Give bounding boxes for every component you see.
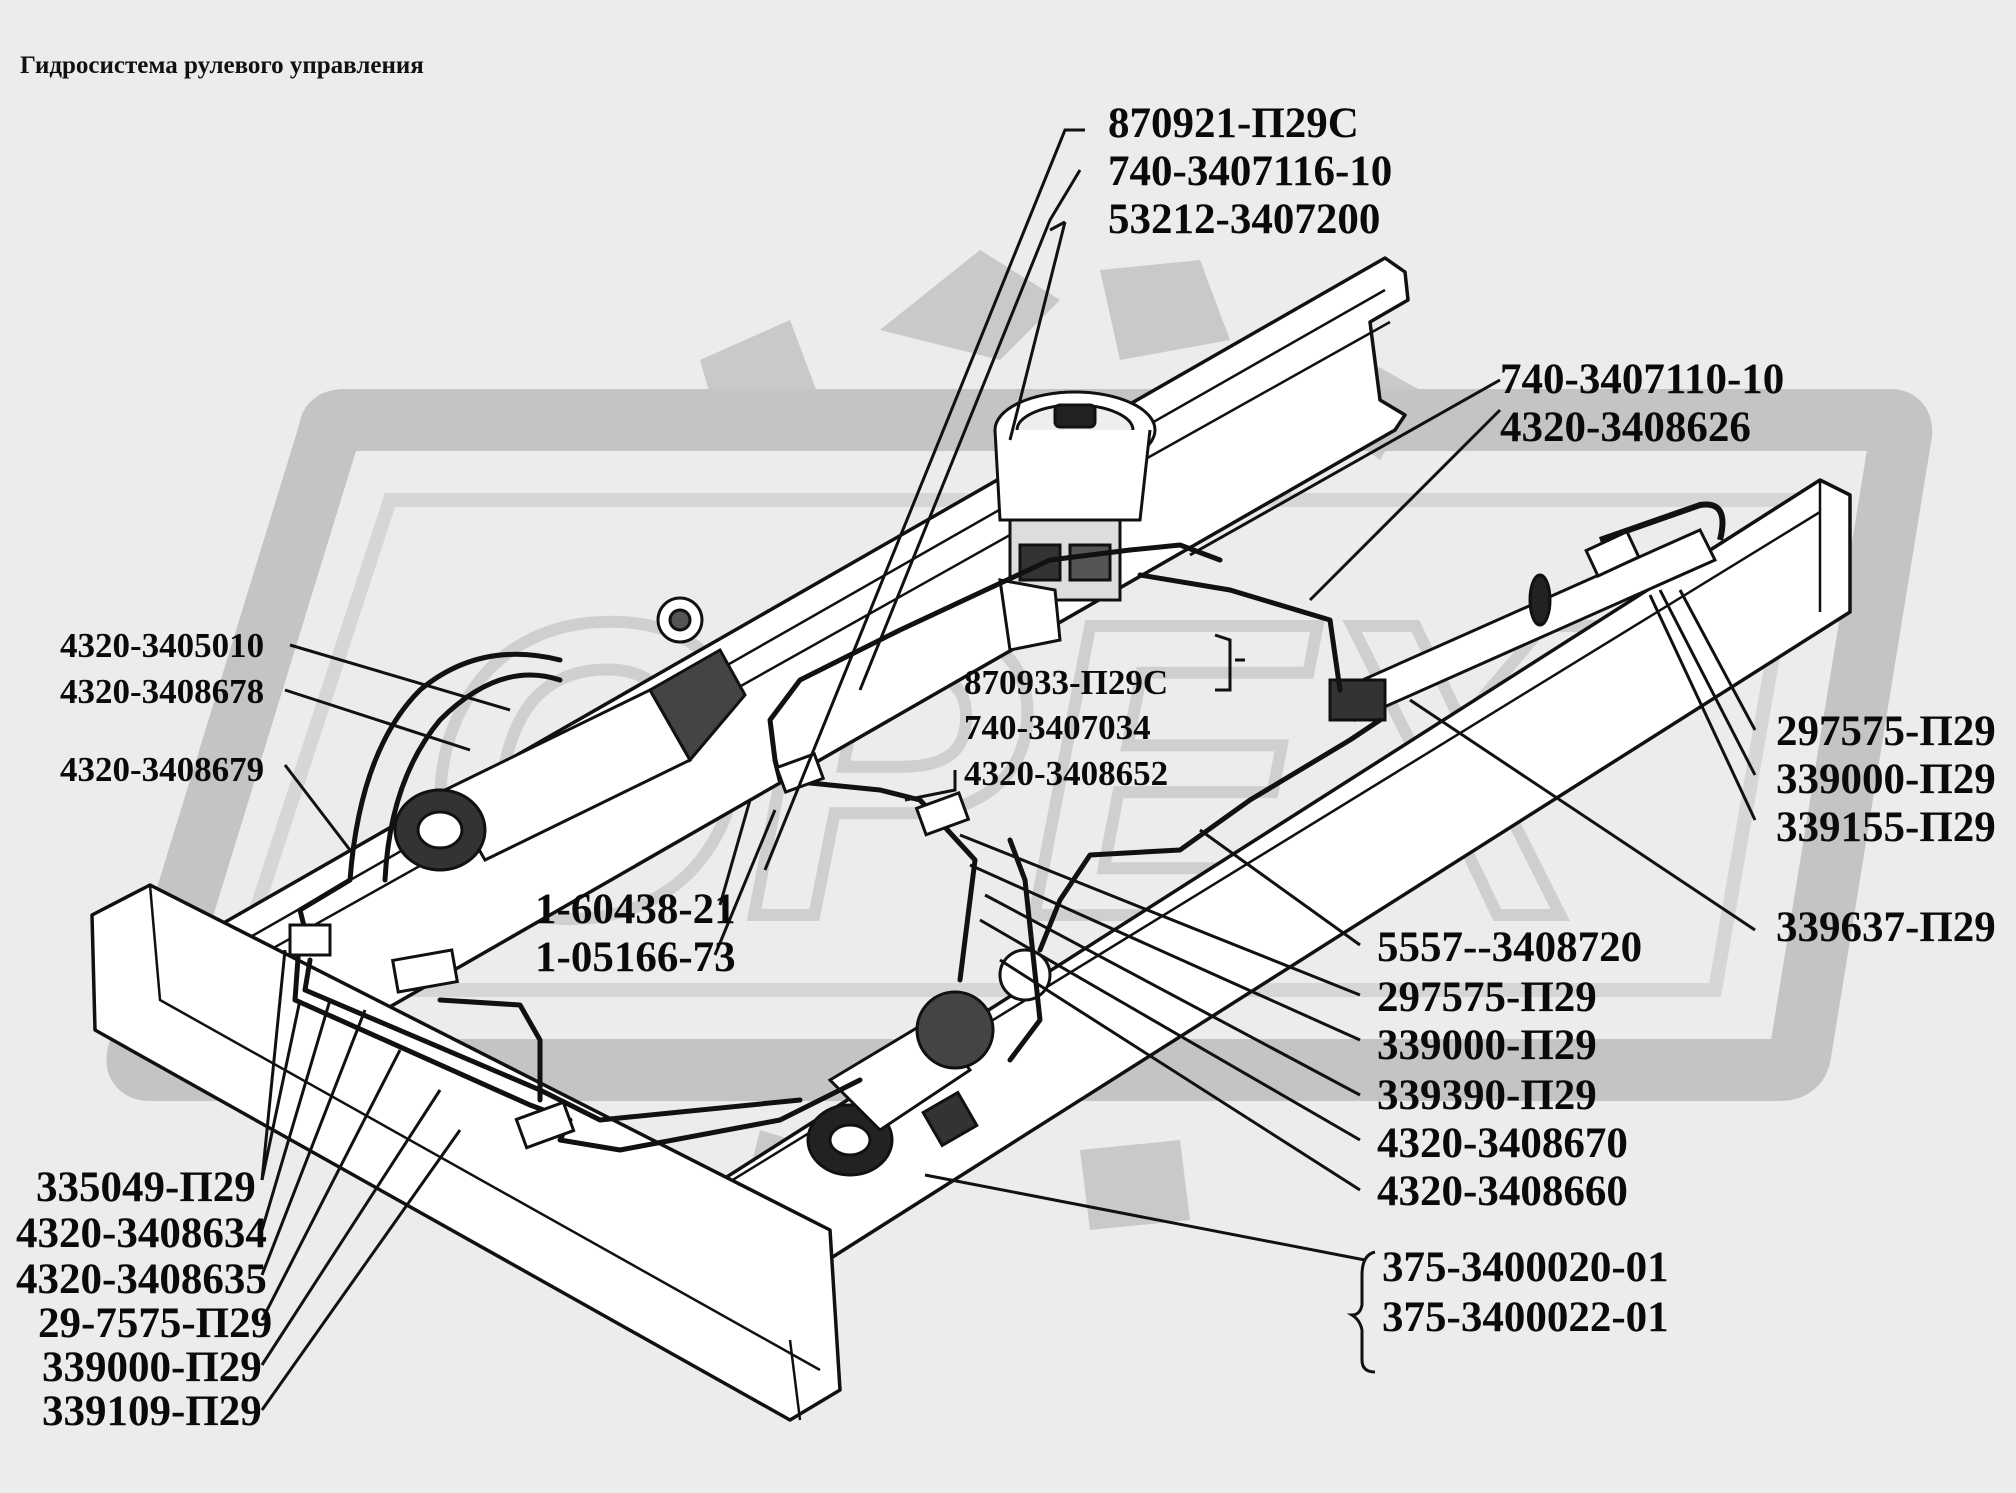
part-label: 339000-П29 xyxy=(42,1344,262,1391)
part-label: 29-7575-П29 xyxy=(38,1300,273,1347)
part-label: 53212-3407200 xyxy=(1108,196,1381,243)
part-label: 335049-П29 xyxy=(36,1164,256,1211)
part-label: 4320-3405010 xyxy=(60,626,265,665)
part-label: 339000-П29 xyxy=(1377,1022,1597,1069)
part-label: 339390-П29 xyxy=(1377,1072,1597,1119)
part-label: 4320-3408660 xyxy=(1377,1168,1628,1215)
part-label: 4320-3408634 xyxy=(16,1210,267,1257)
part-label: 339637-П29 xyxy=(1776,904,1996,951)
page-title: Гидросистема рулевого управления xyxy=(20,52,424,79)
reservoir-unit xyxy=(993,390,1157,652)
part-label: 1-05166-73 xyxy=(535,934,736,981)
part-label: 297575-П29 xyxy=(1377,974,1597,1021)
part-label: 740-3407116-10 xyxy=(1108,148,1393,195)
part-label: 375-3400022-01 xyxy=(1382,1294,1669,1341)
leader-lines xyxy=(260,128,1757,1411)
oil-filter xyxy=(1328,501,1726,722)
part-label: 4320-3408670 xyxy=(1377,1120,1628,1167)
part-label: 4320-3408652 xyxy=(964,754,1169,793)
tube-clamps xyxy=(288,529,1641,1150)
part-label: 4320-3408678 xyxy=(60,672,265,711)
part-label: 740-3407034 xyxy=(964,708,1151,747)
part-label: 375-3400020-01 xyxy=(1382,1244,1669,1291)
part-label: 339109-П29 xyxy=(42,1388,262,1435)
power-cylinder xyxy=(393,596,747,872)
part-label: 870933-П29С xyxy=(964,663,1169,702)
part-label: 740-3407110-10 xyxy=(1500,356,1785,403)
part-label: 870921-П29С xyxy=(1108,100,1359,147)
part-label: 339155-П29 xyxy=(1776,804,1996,851)
part-label: 339000-П29 xyxy=(1776,756,1996,803)
part-label: 5557--3408720 xyxy=(1377,924,1643,971)
part-label: 1-60438-21 xyxy=(535,886,736,933)
part-label: 297575-П29 xyxy=(1776,708,1996,755)
part-label: 4320-3408679 xyxy=(60,750,265,789)
part-label: 4320-3408635 xyxy=(16,1256,267,1303)
part-label: 4320-3408626 xyxy=(1500,404,1751,451)
steering-gear xyxy=(806,948,1052,1177)
